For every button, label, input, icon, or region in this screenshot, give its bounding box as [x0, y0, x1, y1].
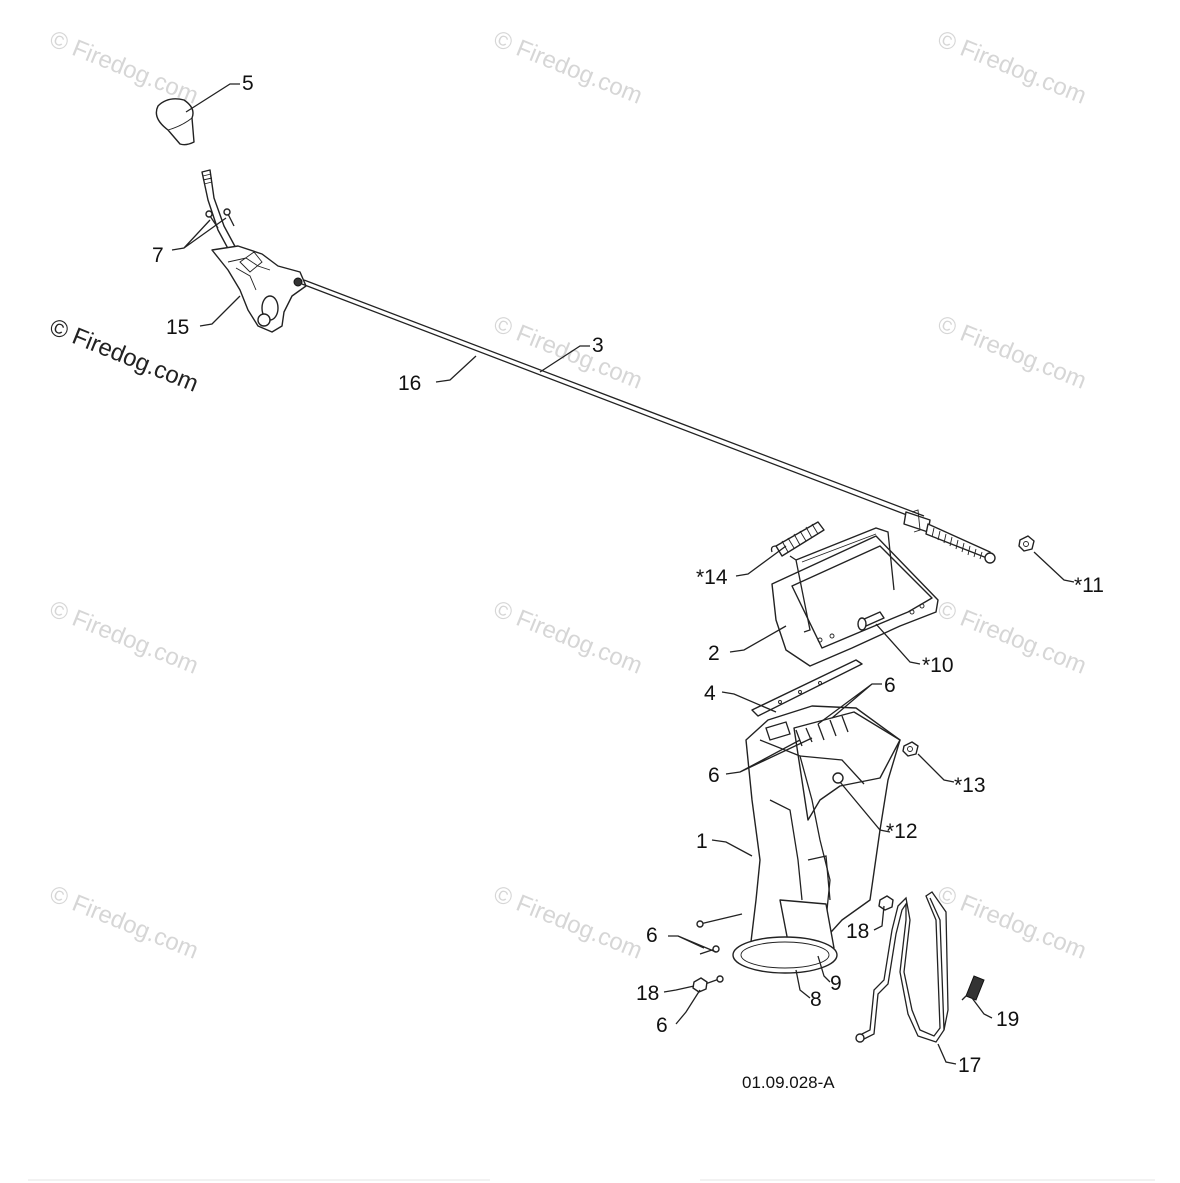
cable-threaded-end [925, 523, 996, 564]
callout-12: *12 [886, 820, 918, 843]
chute-part-1 [732, 705, 901, 974]
watermark: © Firedog.com [46, 26, 202, 110]
bolt-part-10 [857, 611, 885, 631]
watermark: © Firedog.com [490, 311, 646, 395]
callout-10: *10 [922, 654, 954, 677]
crank-rod-part-17 [855, 891, 949, 1043]
watermark: © Firedog.com [490, 596, 646, 680]
callout-4: 4 [704, 682, 716, 705]
callout-5: 5 [242, 72, 254, 95]
callout-2: 2 [708, 642, 720, 665]
callout-13: *13 [954, 774, 986, 797]
callout-15: 15 [166, 316, 189, 339]
nut-part-18-lower [692, 977, 708, 993]
callout-17: 17 [958, 1054, 981, 1077]
callout-6-lower: 6 [656, 1014, 668, 1037]
callout-18-lower: 18 [636, 982, 659, 1005]
knob-part-5 [155, 98, 195, 146]
callout-3: 3 [592, 334, 604, 357]
lever-bracket-part-15 [211, 245, 307, 333]
nut-part-11 [1018, 535, 1035, 552]
nut-part-18-upper [878, 895, 894, 911]
callout-6-upper-right: 6 [884, 674, 896, 697]
watermark: © Firedog.com [46, 881, 202, 965]
callout-9: 9 [830, 972, 842, 995]
callout-7: 7 [152, 244, 164, 267]
callout-11: *11 [1074, 574, 1104, 597]
callout-6-upper-left: 6 [708, 764, 720, 787]
nut-part-13 [902, 741, 919, 757]
studs-part-6-upper [795, 715, 849, 747]
watermark: © Firedog.com [934, 881, 1090, 965]
leader-lines [171, 83, 1075, 1065]
watermark: © Firedog.com [934, 311, 1090, 395]
drawing-id: 01.09.028-A [742, 1073, 835, 1092]
shim-plate-part-4 [751, 659, 863, 717]
cable-part-16 [301, 279, 931, 533]
watermark: © Firedog.com [490, 881, 646, 965]
grip-part-19 [961, 975, 985, 1001]
watermark: © Firedog.com [46, 596, 202, 680]
callout-14: *14 [696, 566, 728, 589]
callout-1: 1 [696, 830, 708, 853]
watermark: © Firedog.com [934, 596, 1090, 680]
callout-19: 19 [996, 1008, 1019, 1031]
watermark: © Firedog.com [934, 26, 1090, 110]
callout-16: 16 [398, 372, 421, 395]
callout-8: 8 [810, 988, 822, 1011]
screws-part-7 [205, 208, 235, 229]
callout-6-lower-upper: 6 [646, 924, 658, 947]
callout-18-upper: 18 [846, 920, 869, 943]
deflector-part-2 [771, 527, 939, 667]
watermark-grid: © Firedog.com © Firedog.com © Firedog.co… [46, 26, 1090, 965]
callout-labels: 5 7 15 16 3 *14 *11 2 *10 4 6 6 *13 *12 … [152, 72, 1104, 1077]
watermark: © Firedog.com [490, 26, 646, 110]
